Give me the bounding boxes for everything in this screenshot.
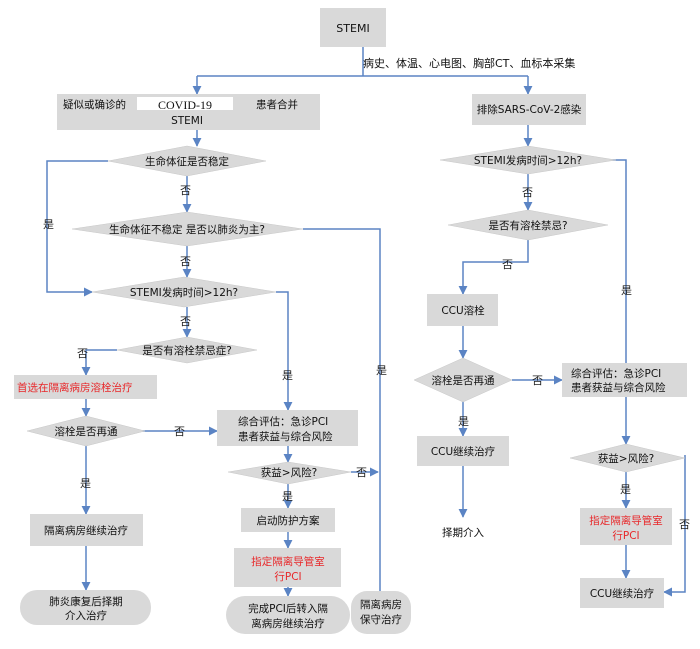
decision-benefit-mid-label: 获益>风险? [261,466,317,479]
label-yes: 是 [458,415,469,428]
node-assess-mid-label-2: 患者获益与综合风险 [238,430,333,443]
label-no: 否 [174,425,185,438]
node-iso-continue-label: 隔离病房继续治疗 [44,524,128,537]
decision-vitals-stable-label: 生命体征是否稳定 [145,155,229,168]
label-no: 否 [180,315,191,328]
node-covid-label-2: STEMI [171,115,203,127]
node-iso-cath-right: 指定隔离导管室 行PCI [580,508,672,545]
decision-onset-left-label: STEMI发病时间>12h? [130,286,238,299]
node-ccu-continue-left-label: CCU继续治疗 [431,445,496,458]
decision-benefit-right-label: 获益>风险? [598,452,654,465]
label-no: 否 [679,518,690,531]
decision-reflow-right-label: 溶栓是否再通 [432,374,495,387]
decision-reflow-left-label: 溶栓是否再通 [55,425,118,438]
node-stemi-label: STEMI [336,22,369,35]
node-prefer-iso-lysis-label: 首选在隔离病房溶栓治疗 [17,381,133,394]
node-assess-mid-label-1: 综合评估：急诊PCI [238,415,328,428]
decision-benefit-right: 获益>风险? [569,443,686,473]
decision-contra-left-label: 是否有溶栓禁忌症? [142,344,232,357]
node-iso-conservative: 隔离病房 保守治疗 [351,591,411,634]
node-assess-right-label-1: 综合评估：急诊PCI [571,367,661,380]
node-iso-cath-right-label-1: 指定隔离导管室 [589,514,663,527]
node-ccu-lysis: CCU溶栓 [427,294,498,326]
label-no: 否 [180,255,191,268]
label-yes: 是 [621,284,632,297]
label-yes: 是 [282,369,293,382]
node-covid-label-1c: 患者合并 [256,98,298,111]
node-iso-cath-mid: 指定隔离导管室 行PCI [234,548,341,587]
node-iso-cath-right-label-2: 行PCI [612,529,639,542]
node-after-pci: 完成PCI后转入隔 离病房继续治疗 [226,596,350,634]
connector-lines [46,47,686,597]
decision-vitals-stable: 生命体征是否稳定 [107,145,267,177]
decision-reflow-right: 溶栓是否再通 [413,357,513,403]
decision-reflow-left: 溶栓是否再通 [26,415,146,447]
label-no: 否 [502,258,513,271]
label-yes: 是 [620,483,631,496]
node-assess-right-label-2: 患者获益与综合风险 [571,381,666,394]
node-iso-cath-mid-label-1: 指定隔离导管室 [251,555,325,568]
decision-onset-right-label: STEMI发病时间>12h? [474,154,582,167]
node-protect-label: 启动防护方案 [257,514,320,527]
label-no: 否 [77,347,88,360]
node-ccu-continue-left: CCU继续治疗 [417,436,509,466]
node-iso-cath-mid-label-2: 行PCI [274,570,301,583]
node-exclude-sars: 排除SARS-CoV-2感染 [472,94,586,125]
node-protect: 启动防护方案 [241,508,335,532]
node-elective-label: 择期介入 [442,526,484,539]
label-no: 否 [180,184,191,197]
node-assess-mid: 综合评估：急诊PCI 患者获益与综合风险 [217,410,358,446]
decision-contra-left: 是否有溶栓禁忌症? [116,336,258,364]
decision-contra-right-label: 是否有溶栓禁忌? [488,219,567,232]
node-covid-stemi: 疑似或确诊的 COVID-19 患者合并 STEMI [57,94,320,130]
node-ccu-continue-right: CCU继续治疗 [580,578,664,608]
node-ccu-continue-right-label: CCU继续治疗 [590,587,655,600]
label-yes: 是 [80,477,91,490]
label-no: 否 [532,374,543,387]
decision-benefit-mid: 获益>风险? [227,461,352,485]
decision-contra-right: 是否有溶栓禁忌? [447,209,609,241]
node-rehab-elective: 肺炎康复后择期 介入治疗 [20,590,151,625]
decision-onset-right: STEMI发病时间>12h? [439,145,617,175]
node-after-pci-label-2: 离病房继续治疗 [251,617,325,630]
label-yes: 是 [282,490,293,503]
label-no: 否 [356,466,367,479]
node-ccu-lysis-label: CCU溶栓 [441,304,485,317]
label-yes: 是 [43,218,54,231]
node-prefer-iso-lysis: 首选在隔离病房溶栓治疗 [14,375,157,399]
node-rehab-label-1: 肺炎康复后择期 [49,595,123,608]
decision-onset-left: STEMI发病时间>12h? [91,276,277,308]
decision-vitals-unstable-label: 生命体征不稳定 是否以肺炎为主? [109,223,265,236]
node-iso-conservative-label-2: 保守治疗 [360,613,402,626]
collect-label: 病史、体温、心电图、胸部CT、血标本采集 [363,56,575,70]
node-iso-continue: 隔离病房继续治疗 [30,514,143,546]
label-no: 否 [522,186,533,199]
node-exclude-label: 排除SARS-CoV-2感染 [477,103,582,116]
label-yes: 是 [376,364,387,377]
node-rehab-label-2: 介入治疗 [65,609,107,622]
node-covid-label-1b: COVID-19 [158,98,212,112]
node-assess-right: 综合评估：急诊PCI 患者获益与综合风险 [562,363,687,397]
decision-vitals-unstable: 生命体征不稳定 是否以肺炎为主? [71,211,304,247]
node-stemi: STEMI [320,8,386,47]
node-covid-label-1a: 疑似或确诊的 [63,98,126,111]
node-iso-conservative-label-1: 隔离病房 [360,598,402,611]
node-after-pci-label-1: 完成PCI后转入隔 [248,602,328,615]
